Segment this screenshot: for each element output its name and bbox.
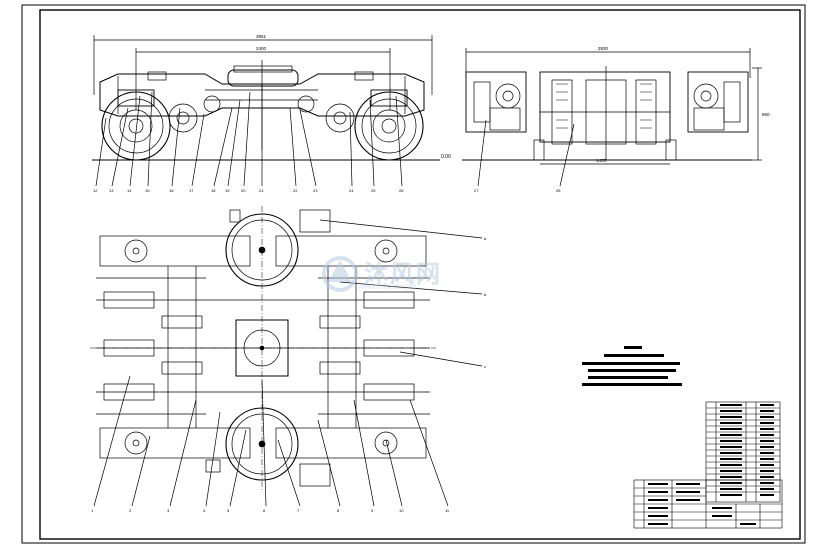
callout-label: 2 [129,508,132,513]
title-block [633,479,783,529]
callout-label: 16 [169,188,174,193]
callout-label: 1 [91,508,94,513]
dim-side-total: 3961 [256,34,267,39]
callout-label: c [484,364,486,369]
callout-label: 11 [445,508,450,513]
callout-label: 3 [167,508,170,513]
technical-notes [582,346,682,386]
outer-frame [21,4,806,544]
end-view-callouts: 27 28 [474,188,561,193]
plan-view-callouts: 1 2 3 4 5 6 7 8 9 10 11 a b c [91,236,487,513]
plan-view [90,206,483,507]
callout-label: 17 [189,188,194,193]
callout-label: 21 [259,188,264,193]
side-view-callouts: 12 13 14 15 16 17 18 19 20 21 22 23 24 2… [93,188,404,193]
callout-label: 27 [474,188,479,193]
callout-label: 19 [225,188,230,193]
callout-label: a [484,236,487,241]
side-view: 3961 2400 0.00 [92,34,451,187]
callout-label: 4 [203,508,206,513]
parts-list [705,401,781,503]
callout-label: 18 [211,188,216,193]
callout-label: 10 [399,508,404,513]
inner-frame [39,9,801,540]
callout-label: 7 [297,508,300,513]
callout-label: 26 [399,188,404,193]
callout-label: 23 [313,188,318,193]
callout-label: 5 [227,508,230,513]
callout-label: 12 [93,188,98,193]
title-block-text-bars [648,483,756,525]
callout-label: 22 [293,188,298,193]
callout-label: b [484,292,487,297]
dim-side-wheelbase: 2400 [256,46,267,51]
callout-label: 15 [145,188,150,193]
callout-label: 25 [371,188,376,193]
callout-label: 14 [127,188,132,193]
callout-label: 9 [371,508,374,513]
callout-label: 28 [556,188,561,193]
callout-label: 8 [337,508,340,513]
parts-list-text-bars [720,404,774,496]
dim-end-width: 2930 [598,46,609,51]
callout-label: 13 [109,188,114,193]
callout-label: 20 [241,188,246,193]
callout-label: 6 [263,508,266,513]
dim-end-height: 860 [762,112,770,117]
rail-level-label: 0.00 [441,154,451,160]
end-view: 2930 860 1435 [462,46,770,187]
callout-label: 24 [349,188,354,193]
